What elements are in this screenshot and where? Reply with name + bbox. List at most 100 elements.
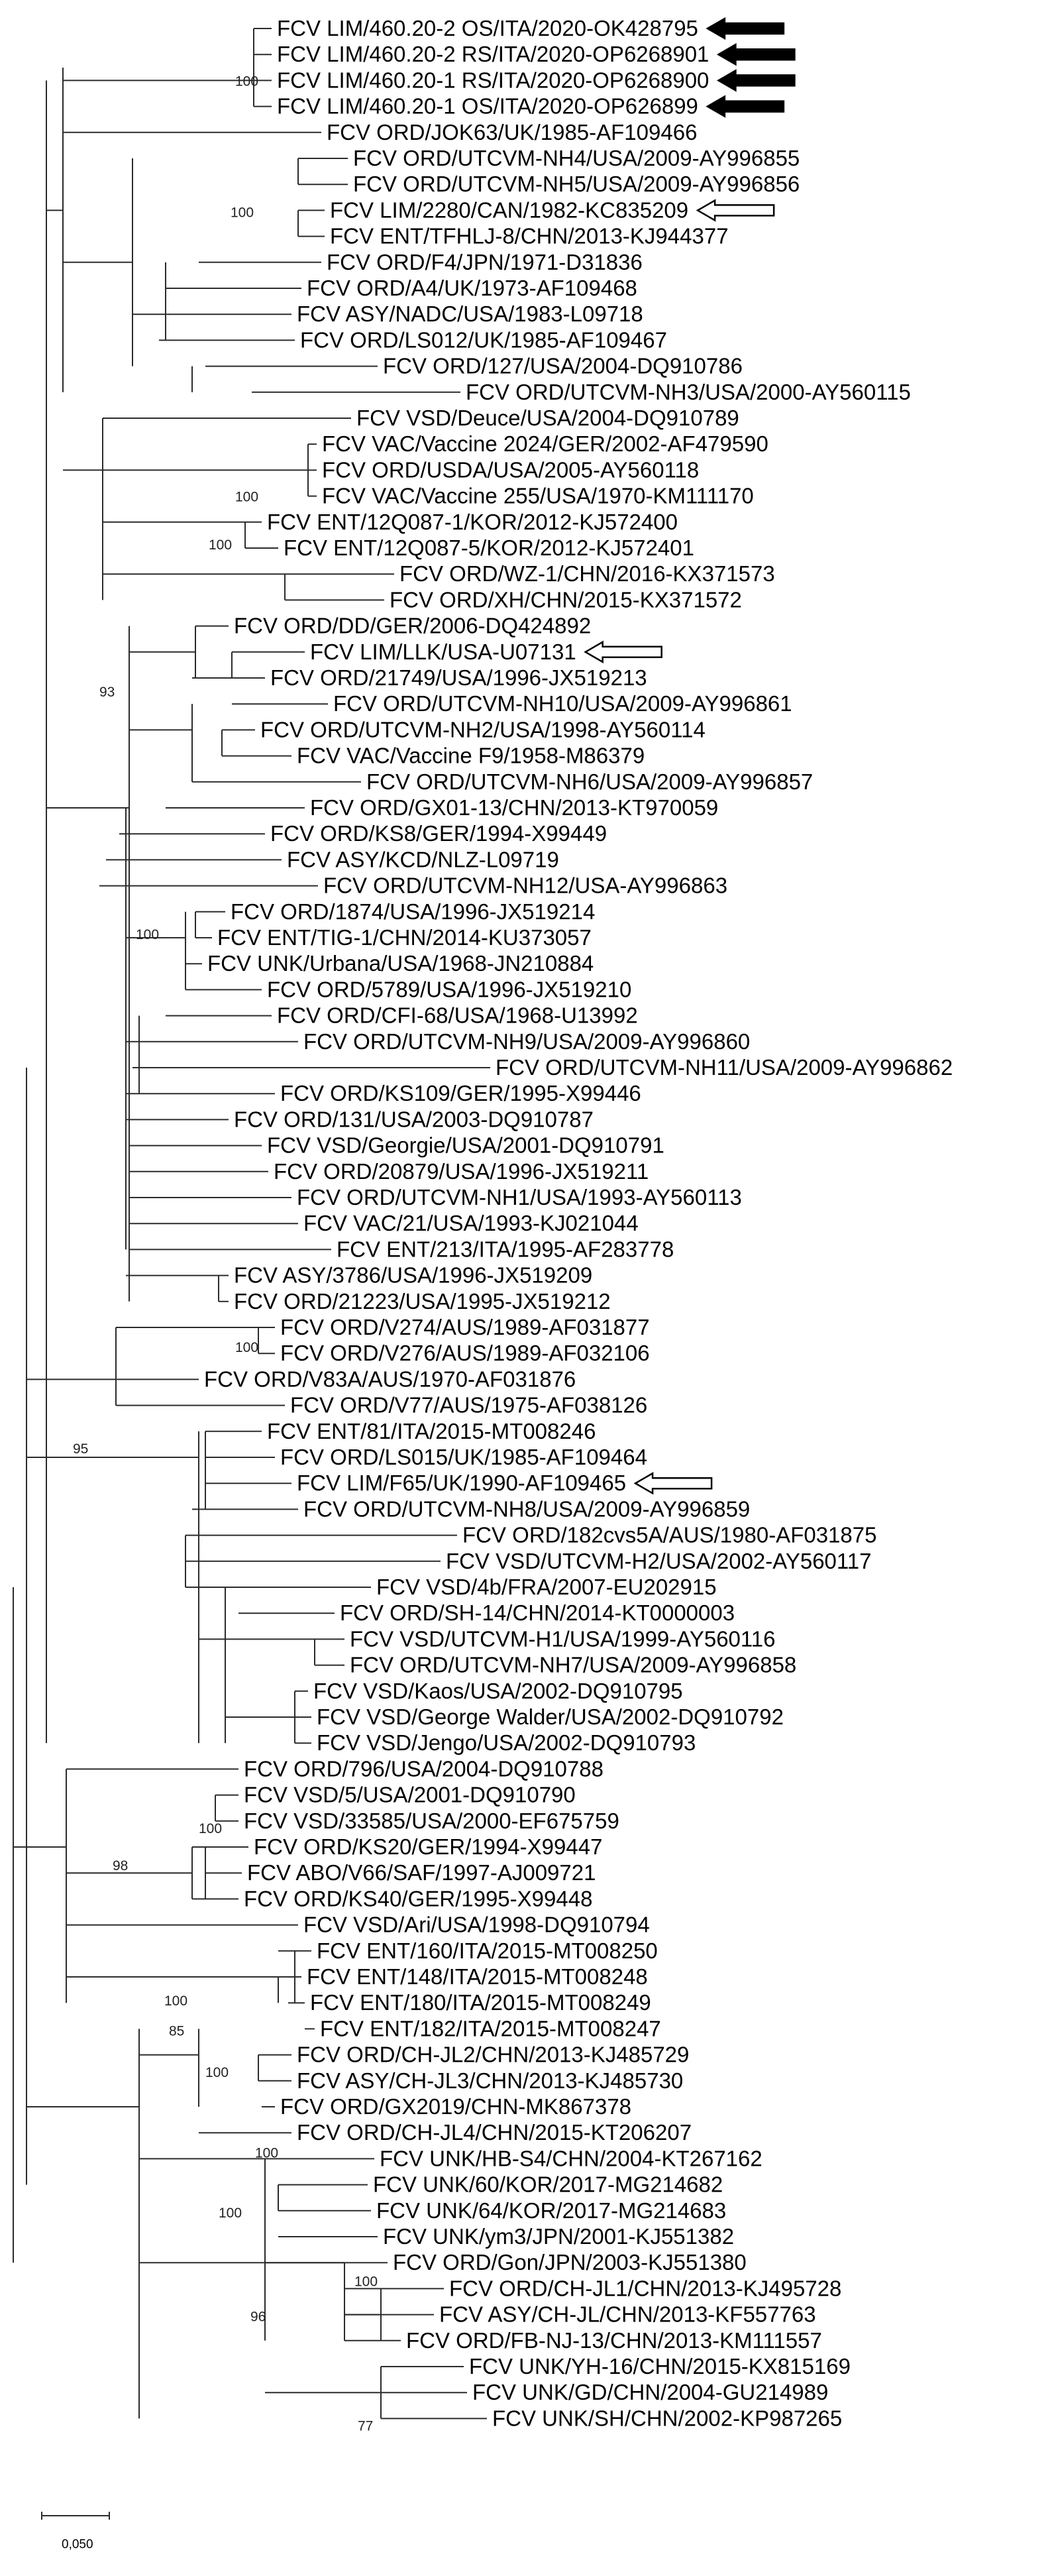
support-value: 100 bbox=[164, 1993, 187, 2009]
leaf-label: FCV ORD/UTCVM-NH10/USA/2009-AY996861 bbox=[333, 691, 792, 716]
leaf-label: FCV ORD/LS015/UK/1985-AF109464 bbox=[280, 1445, 647, 1469]
leaf-label: FCV ORD/5789/USA/1996-JX519210 bbox=[267, 977, 631, 1001]
leaf-label: FCV ORD/796/USA/2004-DQ910788 bbox=[244, 1756, 604, 1781]
support-value: 98 bbox=[113, 1858, 128, 1874]
leaf-label: FCV ORD/CH-JL4/CHN/2015-KT206207 bbox=[297, 2120, 692, 2145]
support-value: 85 bbox=[169, 2023, 184, 2039]
leaf-label: FCV ORD/V77/AUS/1975-AF038126 bbox=[290, 1393, 647, 1418]
leaf-label: FCV VSD/Jengo/USA/2002-DQ910793 bbox=[317, 1730, 696, 1755]
leaf-label: FCV LIM/460.20-2 OS/ITA/2020-OK428795 bbox=[277, 16, 698, 40]
leaf-label: FCV ORD/A4/UK/1973-AF109468 bbox=[307, 276, 637, 300]
leaf-label: FCV ORD/USDA/USA/2005-AY560118 bbox=[322, 457, 699, 482]
support-value: 100 bbox=[231, 205, 254, 220]
leaf-label: FCV ENT/213/ITA/1995-AF283778 bbox=[337, 1237, 674, 1261]
leaf-label: FCV ORD/UTCVM-NH9/USA/2009-AY996860 bbox=[303, 1029, 750, 1054]
leaf-label: FCV UNK/ym3/JPN/2001-KJ551382 bbox=[383, 2224, 734, 2249]
leaf-label: FCV LIM/460.20-2 RS/ITA/2020-OP6268901 bbox=[277, 42, 709, 66]
leaf-label: FCV UNK/Urbana/USA/1968-JN210884 bbox=[207, 951, 594, 976]
leaf-label: FCV LIM/460.20-1 OS/ITA/2020-OP626899 bbox=[277, 94, 698, 119]
leaf-label: FCV ORD/UTCVM-NH1/USA/1993-AY560113 bbox=[297, 1185, 742, 1209]
leaf-label: FCV ORD/1874/USA/1996-JX519214 bbox=[231, 899, 595, 924]
leaf-label: FCV ENT/148/ITA/2015-MT008248 bbox=[307, 1964, 648, 1989]
filled-arrow-icon bbox=[706, 17, 785, 40]
support-value: 100 bbox=[199, 1821, 222, 1836]
leaf-label: FCV ORD/DD/GER/2006-DQ424892 bbox=[234, 614, 591, 638]
leaf-label: FCV ENT/182/ITA/2015-MT008247 bbox=[320, 2016, 661, 2041]
leaf-label: FCV ORD/GX2019/CHN-MK867378 bbox=[280, 2094, 631, 2119]
leaf-label: FCV ORD/UTCVM-NH4/USA/2009-AY996855 bbox=[353, 146, 800, 170]
leaf-label: FCV LIM/2280/CAN/1982-KC835209 bbox=[330, 197, 688, 222]
leaf-label: FCV ENT/12Q087-5/KOR/2012-KJ572401 bbox=[284, 535, 694, 560]
leaf-label: FCV VSD/Ari/USA/1998-DQ910794 bbox=[303, 1913, 650, 1937]
leaf-label: FCV VAC/Vaccine 2024/GER/2002-AF479590 bbox=[322, 431, 768, 456]
leaf-label: FCV ORD/UTCVM-NH11/USA/2009-AY996862 bbox=[496, 1055, 953, 1080]
leaf-label: FCV UNK/YH-16/CHN/2015-KX815169 bbox=[469, 2354, 851, 2379]
leaf-label: FCV ORD/UTCVM-NH6/USA/2009-AY996857 bbox=[366, 769, 813, 794]
leaf-label: FCV ENT/12Q087-1/KOR/2012-KJ572400 bbox=[267, 510, 678, 534]
leaf-label: FCV VSD/Kaos/USA/2002-DQ910795 bbox=[313, 1679, 683, 1703]
support-value: 100 bbox=[235, 74, 258, 89]
leaf-label: FCV VAC/21/USA/1993-KJ021044 bbox=[303, 1211, 639, 1235]
leaf-label: FCV UNK/HB-S4/CHN/2004-KT267162 bbox=[380, 2146, 762, 2170]
open-arrow-icon bbox=[584, 640, 662, 663]
leaf-label: FCV ENT/TFHLJ-8/CHN/2013-KJ944377 bbox=[330, 224, 729, 249]
leaf-label: FCV ORD/UTCVM-NH12/USA-AY996863 bbox=[323, 873, 727, 898]
leaf-label: FCV ORD/F4/JPN/1971-D31836 bbox=[327, 250, 643, 274]
leaf-label: FCV ORD/CH-JL2/CHN/2013-KJ485729 bbox=[297, 2043, 689, 2067]
leaf-label: FCV ORD/SH-14/CHN/2014-KT0000003 bbox=[340, 1600, 735, 1625]
leaf-label: FCV ORD/20879/USA/1996-JX519211 bbox=[274, 1159, 649, 1184]
tree-branches bbox=[13, 28, 490, 2420]
leaf-label: FCV VAC/Vaccine F9/1958-M86379 bbox=[297, 744, 645, 768]
leaf-label: FCV ORD/V274/AUS/1989-AF031877 bbox=[280, 1315, 650, 1339]
leaf-label: FCV ORD/FB-NJ-13/CHN/2013-KM111557 bbox=[406, 2328, 822, 2353]
leaf-label: FCV VSD/UTCVM-H1/USA/1999-AY560116 bbox=[350, 1626, 776, 1651]
leaf-markers bbox=[584, 17, 796, 1495]
leaf-label: FCV UNK/GD/CHN/2004-GU214989 bbox=[472, 2380, 828, 2404]
leaf-label: FCV ORD/JOK63/UK/1985-AF109466 bbox=[327, 120, 697, 144]
leaf-label: FCV ORD/KS109/GER/1995-X99446 bbox=[280, 1081, 641, 1105]
open-arrow-icon bbox=[696, 199, 775, 222]
open-arrow-icon bbox=[633, 1472, 713, 1495]
leaf-label: FCV ORD/V83A/AUS/1970-AF031876 bbox=[204, 1367, 576, 1391]
support-value: 100 bbox=[255, 2145, 278, 2160]
leaf-label: FCV LIM/F65/UK/1990-AF109465 bbox=[297, 1471, 626, 1495]
support-value: 100 bbox=[205, 2065, 229, 2080]
leaf-label: FCV ORD/UTCVM-NH5/USA/2009-AY996856 bbox=[353, 172, 800, 196]
leaf-label: FCV ORD/UTCVM-NH7/USA/2009-AY996858 bbox=[350, 1653, 796, 1677]
leaf-label: FCV ORD/UTCVM-NH3/USA/2000-AY560115 bbox=[466, 380, 911, 404]
leaf-label: FCV ORD/CFI-68/USA/1968-U13992 bbox=[277, 1003, 638, 1028]
support-values: 1001001001009310095100100981008510010010… bbox=[73, 74, 378, 2434]
leaf-label: FCV LIM/460.20-1 RS/ITA/2020-OP6268900 bbox=[277, 68, 709, 92]
filled-arrow-icon bbox=[716, 69, 796, 92]
leaf-label: FCV ASY/NADC/USA/1983-L09718 bbox=[297, 302, 643, 326]
leaf-label: FCV UNK/64/KOR/2017-MG214683 bbox=[376, 2198, 726, 2223]
leaf-label: FCV ASY/CH-JL/CHN/2013-KF557763 bbox=[439, 2302, 816, 2327]
leaf-label: FCV ORD/KS40/GER/1995-X99448 bbox=[244, 1886, 592, 1911]
leaf-label: FCV ORD/UTCVM-NH8/USA/2009-AY996859 bbox=[303, 1496, 750, 1521]
support-value: 100 bbox=[354, 2274, 378, 2289]
leaf-label: FCV VSD/George Walder/USA/2002-DQ910792 bbox=[317, 1705, 784, 1729]
support-value: 95 bbox=[73, 1441, 88, 1457]
leaf-label: FCV UNK/60/KOR/2017-MG214682 bbox=[373, 2172, 723, 2197]
leaf-label: FCV ASY/CH-JL3/CHN/2013-KJ485730 bbox=[297, 2068, 683, 2093]
leaf-label: FCV ORD/CH-JL1/CHN/2013-KJ495728 bbox=[449, 2276, 841, 2300]
leaf-label: FCV VSD/Deuce/USA/2004-DQ910789 bbox=[356, 406, 739, 430]
leaf-labels: FCV LIM/460.20-2 OS/ITA/2020-OK428795FCV… bbox=[204, 16, 953, 2430]
leaf-label: FCV ORD/WZ-1/CHN/2016-KX371573 bbox=[399, 561, 775, 586]
support-value: 77 bbox=[358, 2418, 373, 2434]
leaf-label: FCV ORD/UTCVM-NH2/USA/1998-AY560114 bbox=[260, 717, 706, 742]
leaf-label: FCV ORD/21749/USA/1996-JX519213 bbox=[270, 665, 647, 690]
filled-arrow-icon bbox=[716, 43, 796, 66]
leaf-label: FCV VSD/UTCVM-H2/USA/2002-AY560117 bbox=[446, 1549, 872, 1573]
leaf-label: FCV LIM/LLK/USA-U07131 bbox=[310, 640, 576, 664]
leaf-label: FCV ORD/GX01-13/CHN/2013-KT970059 bbox=[310, 795, 718, 820]
leaf-label: FCV VSD/4b/FRA/2007-EU202915 bbox=[376, 1575, 717, 1599]
leaf-label: FCV VSD/5/USA/2001-DQ910790 bbox=[244, 1783, 576, 1807]
leaf-label: FCV ABO/V66/SAF/1997-AJ009721 bbox=[247, 1860, 596, 1885]
support-value: 100 bbox=[219, 2206, 242, 2221]
leaf-label: FCV VSD/33585/USA/2000-EF675759 bbox=[244, 1809, 619, 1833]
leaf-label: FCV ASY/3786/USA/1996-JX519209 bbox=[234, 1263, 592, 1288]
leaf-label: FCV ORD/KS8/GER/1994-X99449 bbox=[270, 821, 607, 846]
support-value: 100 bbox=[235, 490, 258, 505]
